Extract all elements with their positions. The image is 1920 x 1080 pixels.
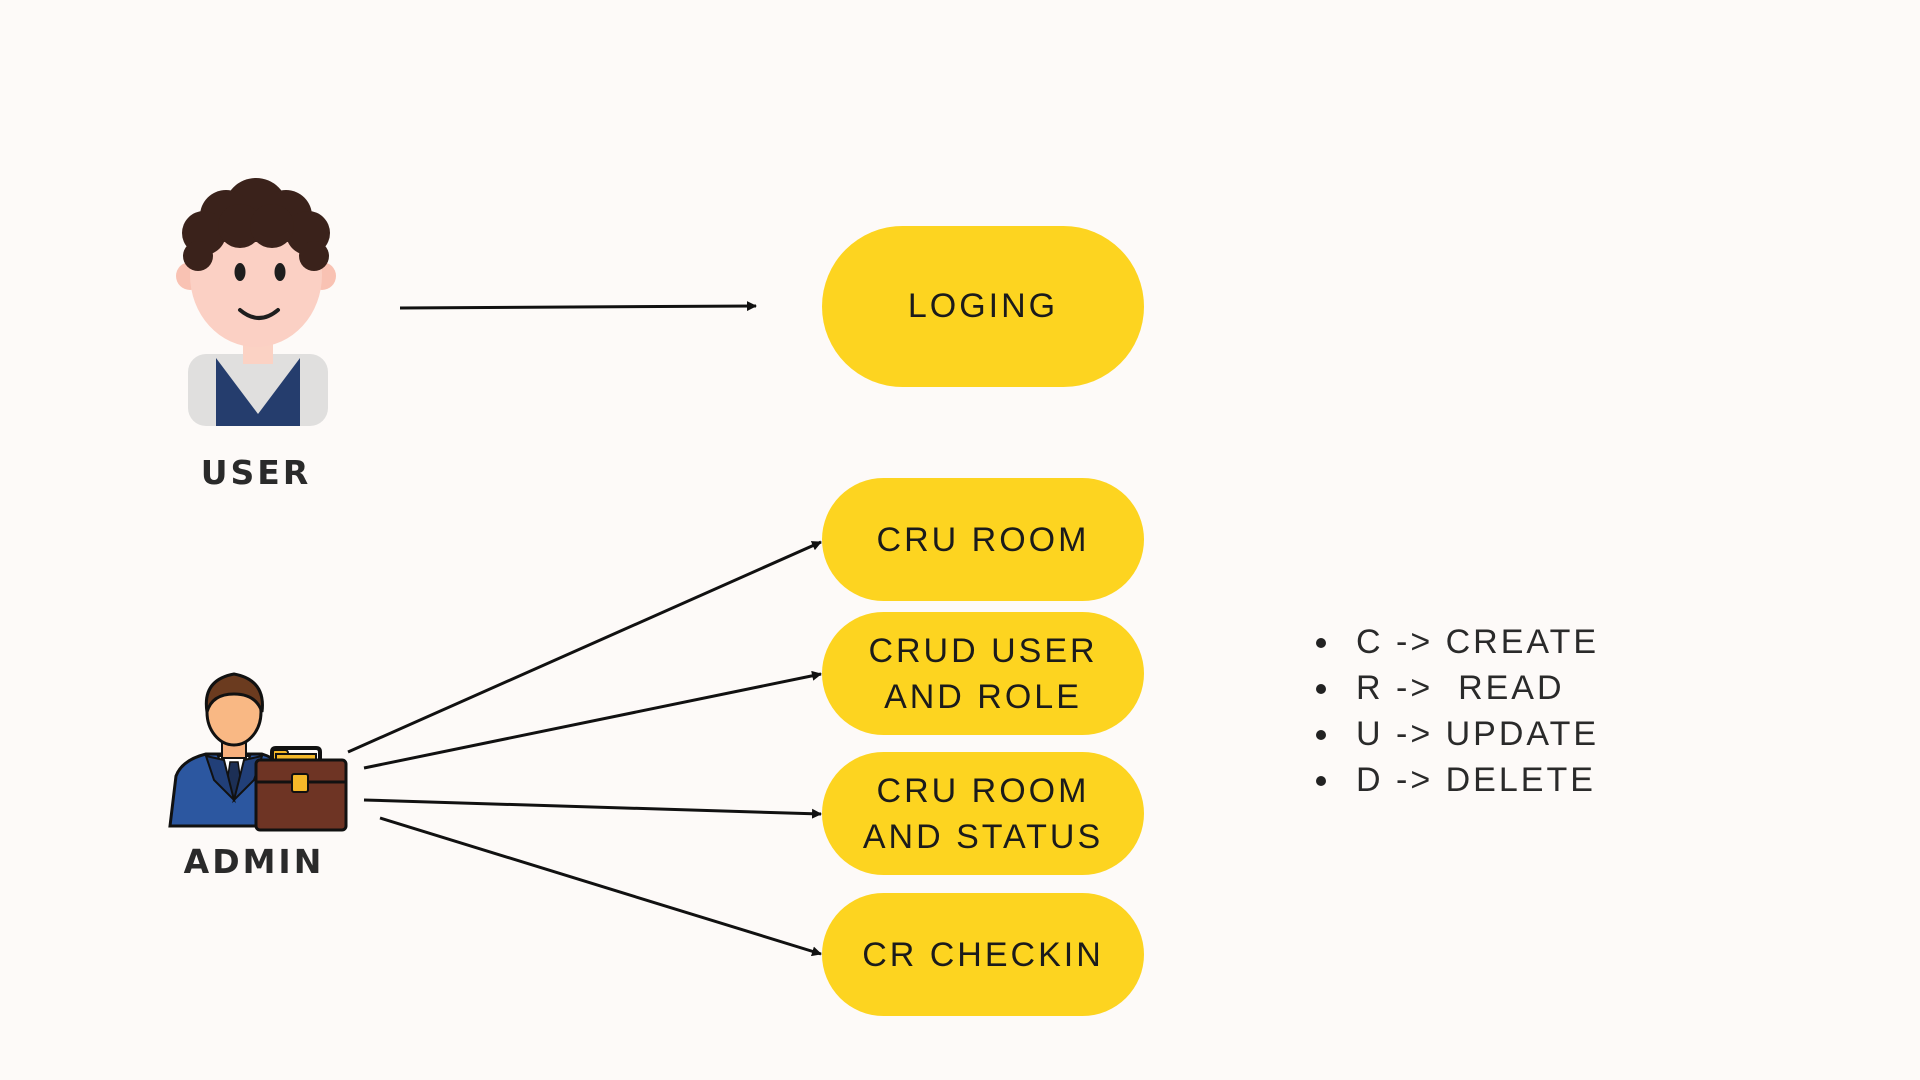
node-cr-checkin-label: CR CHECKIN: [862, 936, 1104, 974]
node-cr-checkin: CR CHECKIN: [822, 893, 1144, 1016]
admin-label: ADMIN: [184, 842, 325, 881]
node-cru-room-label: CRU ROOM: [877, 521, 1090, 559]
node-loging-label: LOGING: [908, 287, 1058, 325]
legend-item-read: R -> READ: [1312, 665, 1599, 711]
user-avatar-icon: [176, 178, 336, 426]
node-cru-room-status: CRU ROOM AND STATUS: [822, 752, 1144, 875]
node-crud-user-role: CRUD USER AND ROLE: [822, 612, 1144, 735]
node-crud-user-role-line1: CRUD USER: [868, 632, 1097, 670]
edge-admin-cru-room-status: [363, 798, 822, 819]
businessman-briefcase-icon: [168, 672, 348, 832]
legend-item-delete: D -> DELETE: [1312, 757, 1599, 803]
legend-item-create: C -> CREATE: [1312, 619, 1599, 665]
edge-admin-cru-room: [347, 540, 822, 754]
user-label: USER: [201, 453, 312, 492]
edge-user-loging: [399, 301, 757, 312]
crud-legend: C -> CREATE R -> READ U -> UPDATE D -> D…: [1312, 619, 1599, 803]
node-cru-room: CRU ROOM: [822, 478, 1144, 601]
edge-admin-cr-checkin: [379, 816, 822, 957]
node-loging: LOGING: [822, 226, 1144, 387]
node-cru-room-status-line1: CRU ROOM: [877, 772, 1090, 810]
legend-item-update: U -> UPDATE: [1312, 711, 1599, 757]
node-cru-room-status-line2: AND STATUS: [863, 818, 1103, 856]
node-crud-user-role-line2: AND ROLE: [884, 678, 1082, 716]
edge-admin-crud-user-role: [363, 670, 822, 770]
